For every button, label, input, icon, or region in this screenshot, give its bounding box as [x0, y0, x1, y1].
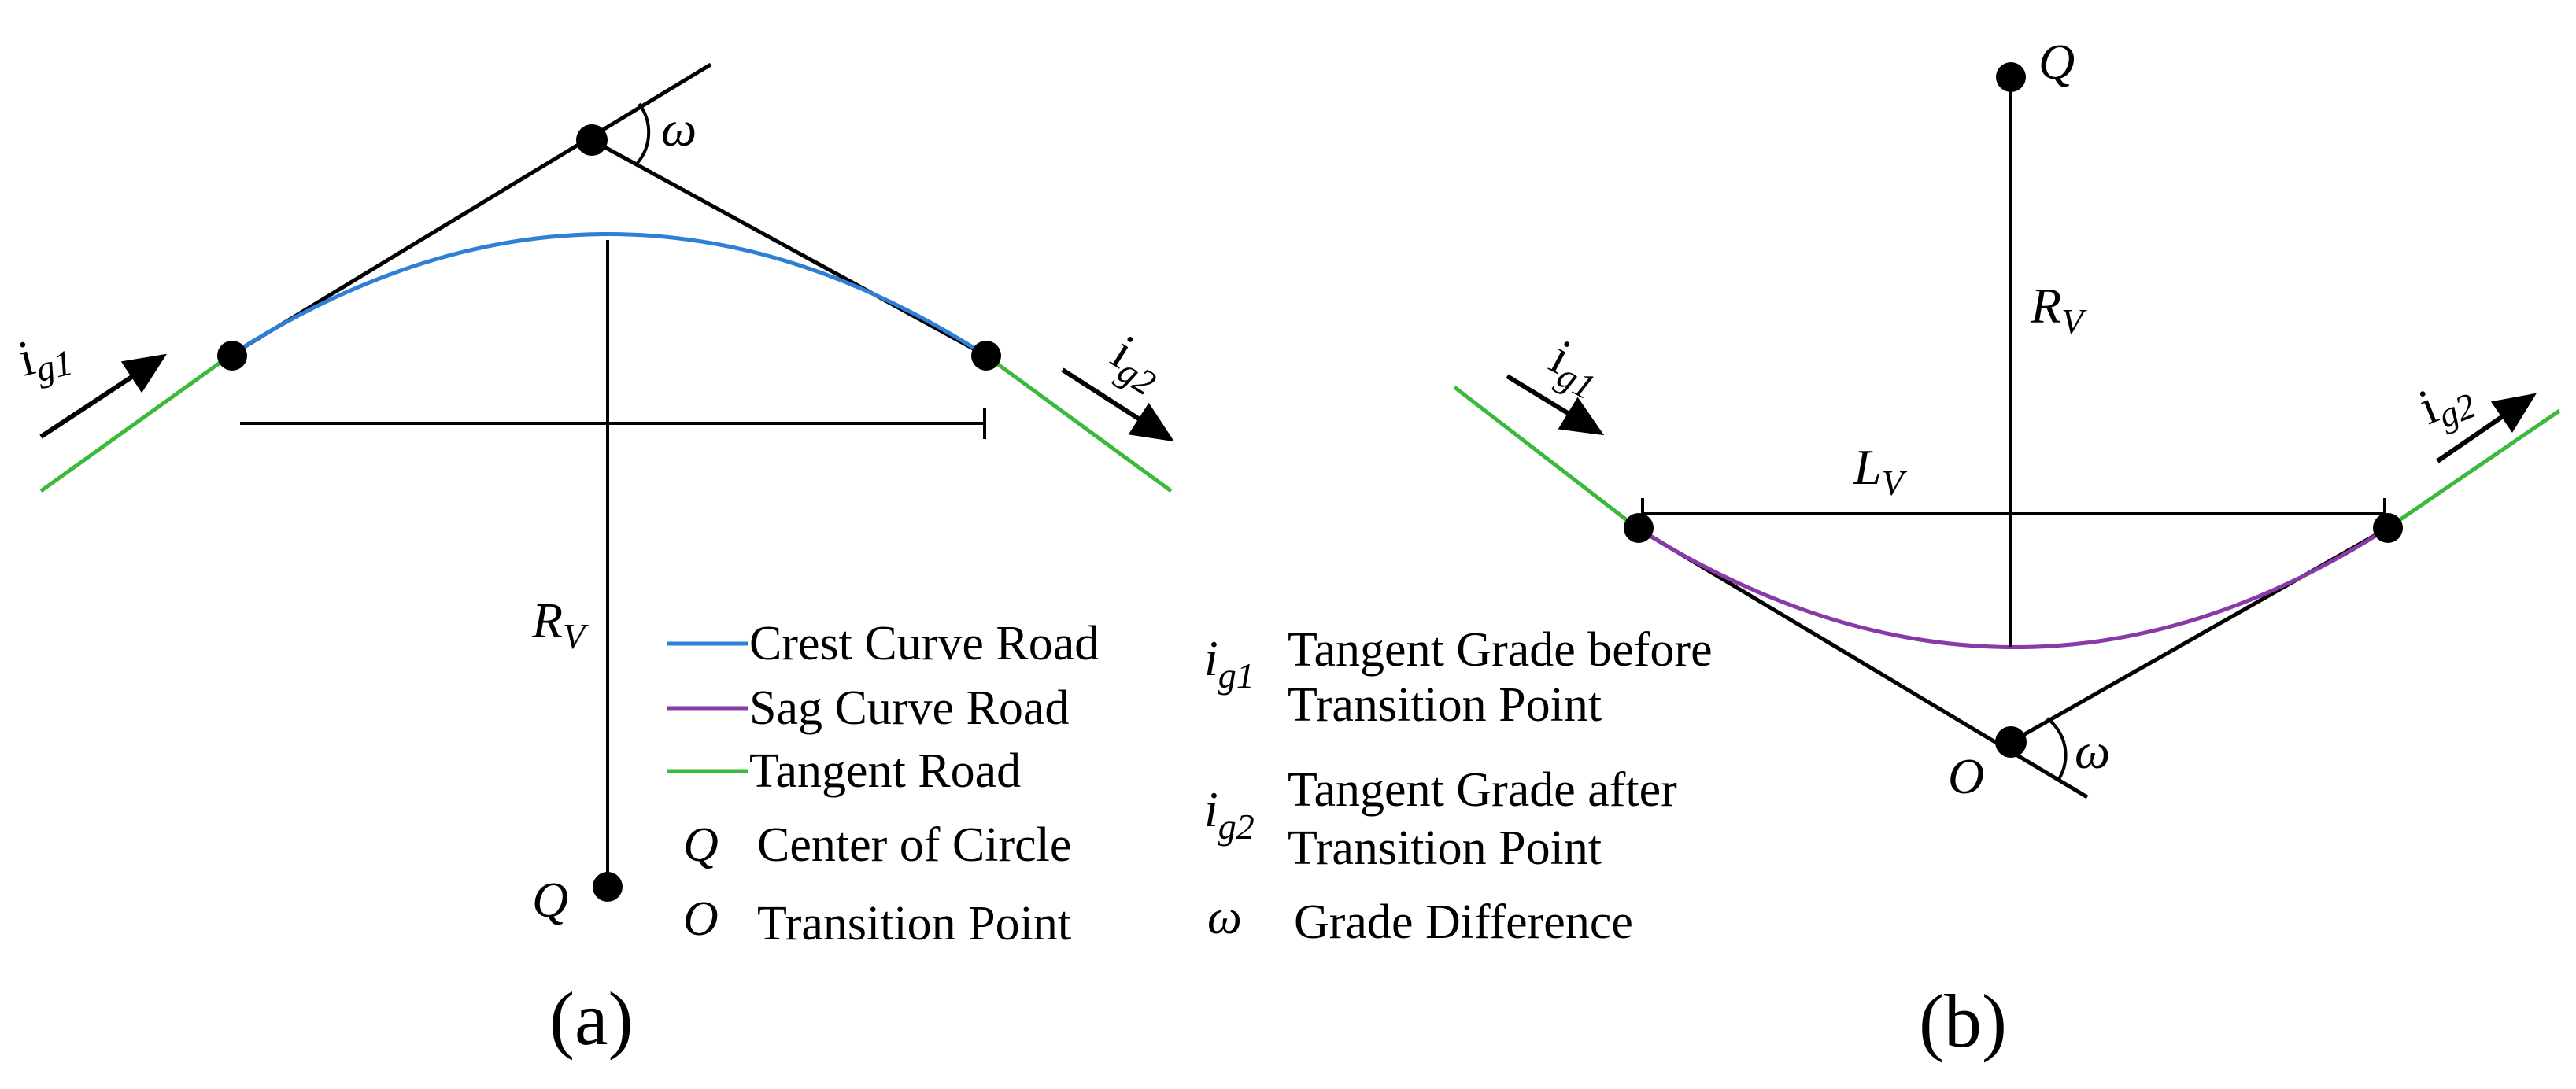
legend-q-desc: Center of Circle — [757, 818, 1071, 872]
legend-ig2-symbol: ig2 — [1204, 781, 1255, 847]
legend: Crest Curve Road Sag Curve Road Tangent … — [667, 617, 1713, 951]
omega-label-a: ω — [661, 101, 697, 157]
crest-curve-road — [228, 232, 988, 358]
tangent-point-right-b — [2373, 513, 2403, 543]
tangent-point-left-b — [1624, 513, 1654, 543]
transition-point-bottom-b — [1995, 726, 2027, 758]
tangent-road-left-a — [39, 353, 231, 493]
legend-ig2-desc-line1: Tangent Grade after — [1288, 763, 1677, 817]
legend-o-symbol: O — [683, 892, 719, 946]
tangent-line-left-a — [228, 62, 712, 358]
legend-ig1-symbol: ig1 — [1204, 630, 1255, 696]
omega-arc-a — [636, 102, 651, 164]
tangent-point-left-a — [217, 341, 247, 371]
tangent-line-right-a — [590, 138, 988, 358]
legend-ig1-desc-line2: Transition Point — [1288, 678, 1602, 732]
omega-arc-b — [2046, 717, 2068, 781]
circle-center-point-b — [1996, 62, 2026, 92]
tangent-road-right-a — [985, 353, 1173, 493]
ig1-arrow-b — [1506, 374, 1605, 436]
tangent-road-left-b — [1453, 386, 1639, 530]
legend-q-symbol: Q — [683, 818, 719, 872]
legend-crest-label: Crest Curve Road — [749, 617, 1099, 670]
legend-ig1-desc-line1: Tangent Grade before — [1288, 623, 1713, 677]
legend-omega-desc: Grade Difference — [1294, 895, 1633, 949]
legend-tangent-label: Tangent Road — [749, 744, 1021, 798]
transition-point-apex-a — [576, 124, 608, 156]
omega-label-b: ω — [2075, 723, 2110, 779]
legend-omega-symbol: ω — [1207, 891, 1242, 944]
q-label-b: Q — [2038, 34, 2075, 90]
ig2-arrow-b — [2436, 393, 2537, 463]
o-label-b: O — [1948, 748, 1984, 804]
ig1-arrow-a — [39, 353, 168, 439]
sag-curve-road — [1635, 526, 2389, 649]
ig2-label-b: ig2 — [2412, 364, 2482, 441]
ig2-arrow-a — [1061, 367, 1175, 442]
legend-ig2-desc-line2: Transition Point — [1288, 821, 1602, 875]
rv-label-b: RV — [2030, 278, 2087, 341]
circle-center-point-a — [593, 872, 623, 902]
legend-sag-label: Sag Curve Road — [749, 681, 1069, 735]
tangent-point-right-a — [971, 341, 1001, 371]
tangent-road-right-b — [2386, 408, 2561, 530]
lv-label-b: LV — [1853, 439, 1908, 503]
caption-a: (a) — [549, 976, 634, 1061]
ig2-label-a: ig2 — [1099, 324, 1174, 404]
caption-b: (b) — [1919, 979, 2007, 1063]
rv-label-a: RV — [531, 592, 589, 656]
q-label-a: Q — [532, 872, 568, 928]
ig1-label-b: ig1 — [1539, 329, 1612, 408]
ig1-label-a: ig1 — [13, 320, 76, 393]
legend-o-desc: Transition Point — [757, 897, 1071, 951]
